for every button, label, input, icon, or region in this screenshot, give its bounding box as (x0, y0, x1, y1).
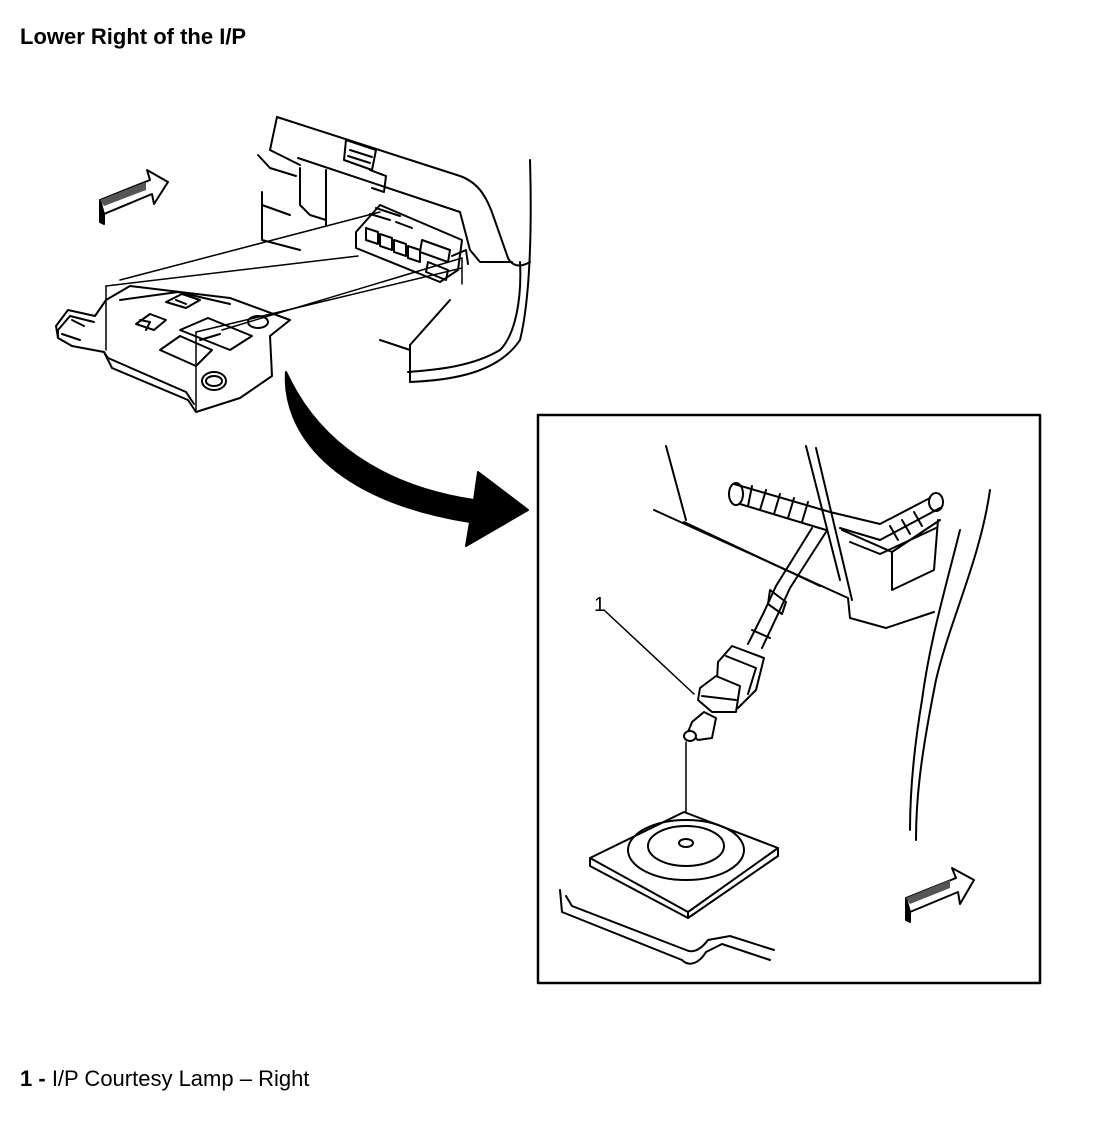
legend-number: 1 (20, 1066, 33, 1091)
closeout-panel (55, 285, 291, 413)
dash-underside (653, 445, 991, 841)
legend: 1 - I/P Courtesy Lamp – Right (20, 1066, 309, 1092)
callout-1: 1 (594, 594, 695, 695)
wiring-harness (728, 482, 944, 649)
curved-arrow-icon (284, 371, 529, 547)
page-title: Lower Right of the I/P (20, 24, 247, 49)
callout-1-number: 1 (594, 594, 605, 616)
legend-label: I/P Courtesy Lamp – Right (51, 1066, 310, 1091)
legend-separator: - (32, 1066, 52, 1091)
overview-illustration (55, 116, 532, 547)
instrument-panel-outline (257, 116, 532, 383)
mounting-pad (589, 811, 779, 919)
alignment-lines (105, 211, 463, 411)
courtesy-lamp-socket (683, 645, 765, 742)
detail-direction-arrow-icon (905, 867, 975, 923)
panel-edge (559, 889, 775, 965)
detail-view: 1 (536, 413, 1042, 985)
callout-1-leader (603, 609, 695, 695)
front-direction-arrow-icon (99, 169, 169, 225)
